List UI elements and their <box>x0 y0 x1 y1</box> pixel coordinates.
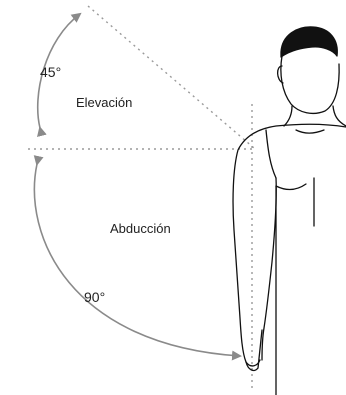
abduction-angle-label: 90° <box>84 289 105 305</box>
elevation-reference-line <box>88 6 254 148</box>
hair <box>281 27 337 57</box>
abduction-arc-arrow <box>34 164 240 356</box>
arm-inner <box>262 178 276 360</box>
neck-left <box>284 106 292 126</box>
collarbone <box>296 130 324 133</box>
head-outline <box>281 56 339 113</box>
shoulder-and-arm-outer <box>233 124 346 366</box>
elevation-label: Elevación <box>76 95 132 110</box>
human-figure <box>233 27 346 395</box>
abduction-label: Abducción <box>110 221 171 236</box>
deltoid-line <box>266 130 276 178</box>
pectoral-line <box>276 184 306 190</box>
neck-right <box>333 106 346 126</box>
elevation-angle-label: 45° <box>40 64 61 80</box>
